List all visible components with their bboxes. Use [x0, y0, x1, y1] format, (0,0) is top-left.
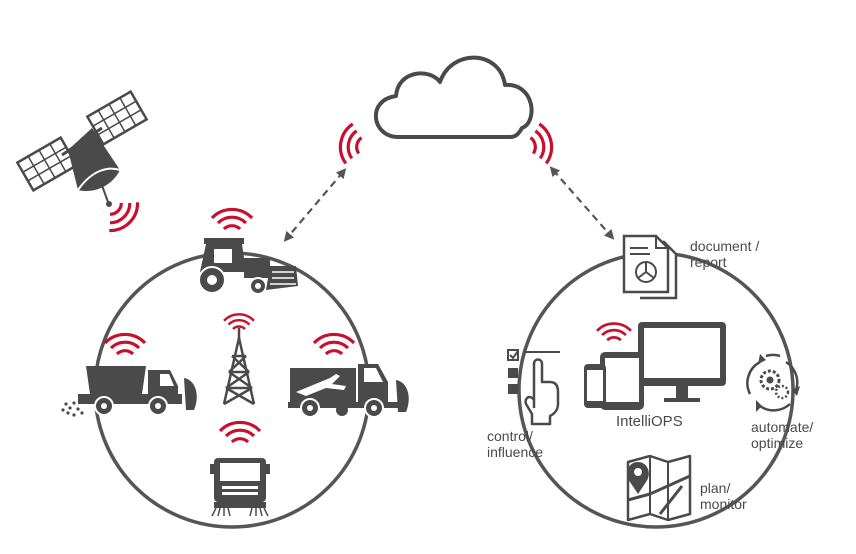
document-label-line-2: report [690, 254, 727, 270]
automate-label-line-2: optimize [751, 435, 804, 451]
document-report-label: document / report [690, 238, 759, 270]
control-influence-label: control/ influence [487, 428, 543, 460]
street-sweeper-icon [210, 458, 270, 517]
wireless-signal-icon [103, 332, 147, 356]
wireless-signal-icon [335, 120, 366, 167]
cloud-icon [374, 55, 534, 139]
salt-spreader-truck-icon [61, 366, 197, 417]
wireless-signal-icon [218, 420, 262, 444]
airport-sweeper-truck-icon [288, 364, 409, 418]
document-report-icon [622, 234, 678, 300]
control-label-line-2: influence [487, 444, 544, 460]
plan-label-line-2: monitor [700, 496, 747, 512]
automate-optimize-label: automate/ optimize [751, 419, 813, 451]
wireless-signal-icon [222, 313, 256, 331]
document-label-line-1: document / [690, 238, 760, 254]
cell-tower-icon [222, 328, 256, 406]
automate-label-line-1: automate/ [751, 419, 814, 435]
touch-control-icon [507, 349, 560, 426]
wireless-signal-icon [595, 322, 633, 342]
connection-arrow-right [549, 166, 615, 240]
devices-icon [584, 322, 726, 410]
control-label-line-1: control/ [487, 428, 533, 444]
plan-monitor-label: plan/ monitor [700, 480, 747, 512]
wireless-signal-icon [526, 120, 557, 167]
tractor-icon [198, 238, 298, 295]
satellite-icon [15, 89, 149, 207]
intelliops-label: IntelliOPS [616, 413, 683, 430]
wireless-signal-icon [312, 332, 356, 356]
wireless-signal-icon [210, 207, 254, 231]
plan-label-line-1: plan/ [700, 480, 731, 496]
connection-arrow-left [283, 168, 347, 242]
gear-cycle-icon [746, 353, 800, 412]
map-pin-icon [626, 454, 692, 522]
